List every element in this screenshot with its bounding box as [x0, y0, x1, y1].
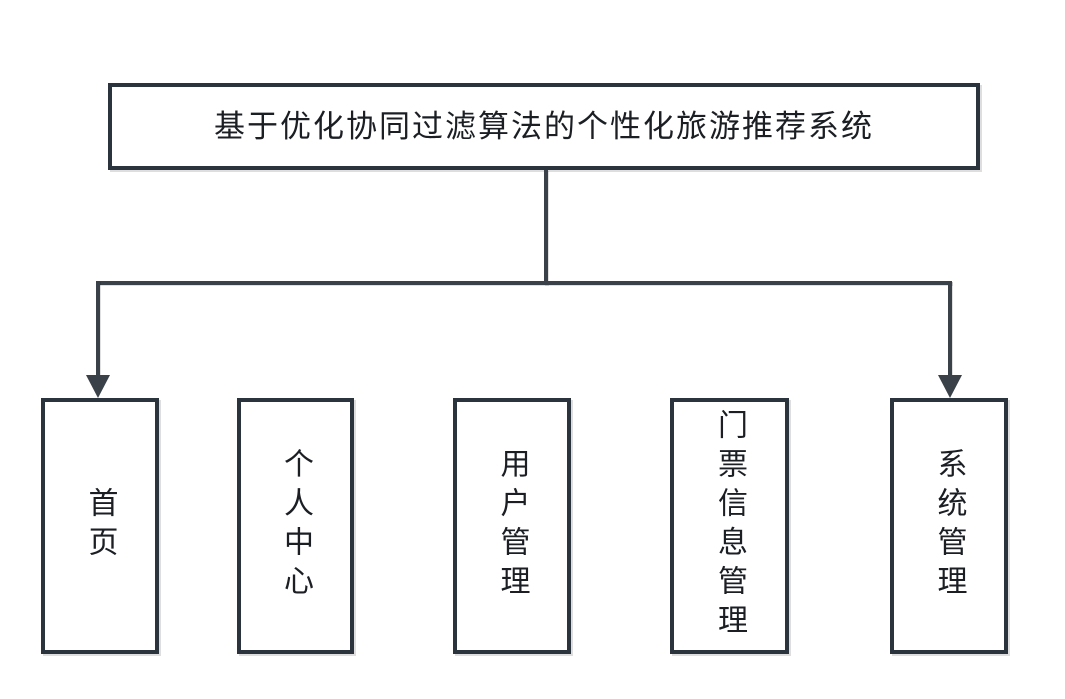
- module-node-system-management[interactable]: 系统管理: [890, 398, 1008, 654]
- module-node-home[interactable]: 首页: [41, 398, 159, 654]
- module-node-label: 首页: [82, 487, 118, 565]
- module-node-personal-center[interactable]: 个人中心: [237, 398, 354, 654]
- arrow-head-down-icon-right: [938, 375, 962, 398]
- module-node-label: 系统管理: [931, 448, 967, 604]
- module-node-ticket-info-management[interactable]: 门票信息管理: [670, 398, 789, 654]
- connector-drop-left: [96, 281, 100, 376]
- connector-stem-vertical: [544, 170, 548, 285]
- module-node-user-management[interactable]: 用户管理: [453, 398, 571, 654]
- arrow-head-down-icon-left: [86, 375, 110, 398]
- connector-drop-right: [948, 281, 952, 376]
- module-node-label: 用户管理: [494, 448, 530, 604]
- module-node-label: 个人中心: [278, 448, 313, 604]
- root-node-system-title[interactable]: 基于优化协同过滤算法的个性化旅游推荐系统: [108, 83, 980, 170]
- root-node-label: 基于优化协同过滤算法的个性化旅游推荐系统: [214, 108, 874, 145]
- module-node-label: 门票信息管理: [712, 409, 747, 643]
- connector-horizontal-bus: [96, 281, 952, 285]
